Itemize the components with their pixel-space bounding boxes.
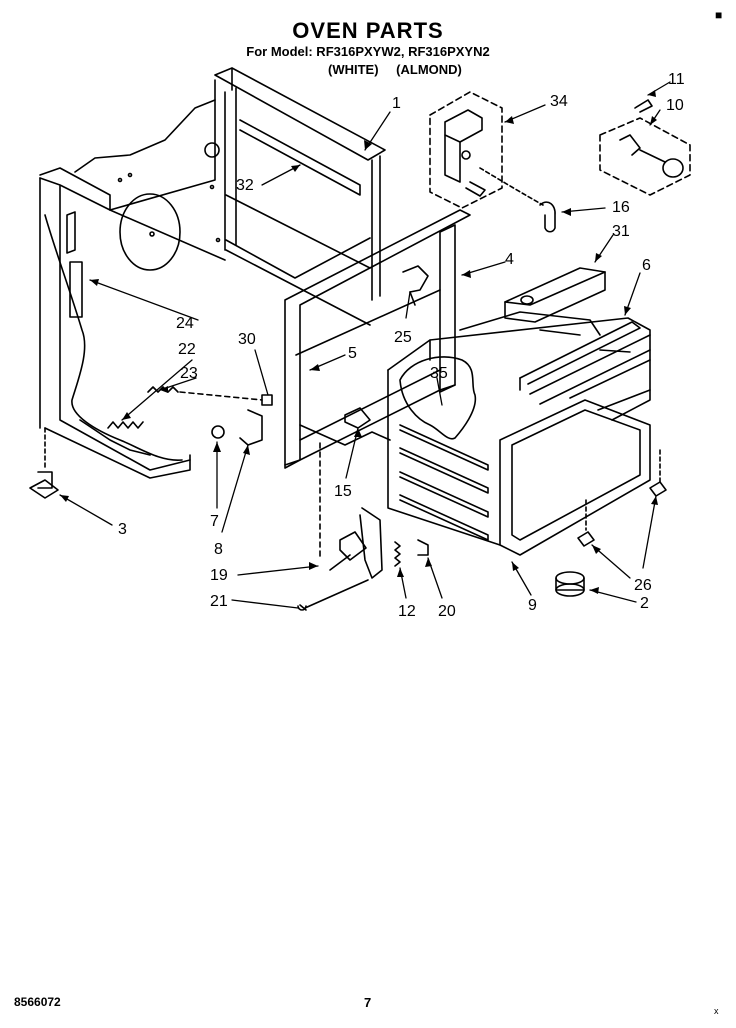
part-label-4: 4 bbox=[505, 251, 514, 268]
registration-mark: ■ bbox=[715, 8, 723, 22]
part-26-clips bbox=[577, 449, 667, 547]
part-label-5: 5 bbox=[348, 345, 357, 362]
part-label-24: 24 bbox=[176, 315, 194, 332]
leader-lines bbox=[59, 81, 671, 609]
part-label-25: 25 bbox=[394, 329, 412, 346]
part-number-labels: 1 34 11 10 32 16 31 24 4 6 30 5 25 22 23… bbox=[118, 71, 685, 620]
part-label-1: 1 bbox=[392, 95, 401, 112]
part-3-leveling-leg bbox=[29, 427, 59, 499]
part-label-22: 22 bbox=[178, 341, 196, 358]
part-10-11-thermostat bbox=[599, 99, 691, 196]
part-label-21: 21 bbox=[210, 593, 228, 610]
part-label-34: 34 bbox=[550, 93, 568, 110]
corner-mark: x bbox=[714, 1006, 719, 1016]
part-label-11: 11 bbox=[668, 71, 685, 88]
part-25-sensor bbox=[402, 265, 429, 306]
part-2-foot bbox=[555, 571, 585, 597]
color-variants: (WHITE) (ALMOND) bbox=[328, 62, 476, 77]
part-15-bracket bbox=[344, 407, 371, 429]
part-label-30: 30 bbox=[238, 331, 256, 348]
part-label-10: 10 bbox=[666, 97, 684, 114]
part-label-3: 3 bbox=[118, 521, 127, 538]
part-label-12: 12 bbox=[398, 603, 416, 620]
part-label-15: 15 bbox=[334, 483, 352, 500]
door-latch-assembly bbox=[297, 439, 429, 611]
part-label-19: 19 bbox=[210, 567, 228, 584]
part-label-26: 26 bbox=[634, 577, 652, 594]
part-label-31: 31 bbox=[612, 223, 630, 240]
part-label-32: 32 bbox=[236, 177, 254, 194]
variant-almond: (ALMOND) bbox=[396, 62, 462, 77]
part-label-9: 9 bbox=[528, 597, 537, 614]
variant-white: (WHITE) bbox=[328, 62, 379, 77]
left-side-panel bbox=[39, 79, 226, 479]
oven-cavity-rack bbox=[387, 311, 651, 556]
part-16-tube bbox=[539, 201, 556, 233]
part-31-element bbox=[504, 267, 606, 323]
insulation-blob bbox=[399, 356, 477, 440]
page-number: 7 bbox=[364, 995, 372, 1010]
page-title: OVEN PARTS bbox=[292, 18, 444, 43]
document-code: 8566072 bbox=[14, 995, 61, 1009]
part-label-16: 16 bbox=[612, 199, 630, 216]
part-label-23: 23 bbox=[180, 365, 198, 382]
part-label-2: 2 bbox=[640, 595, 649, 612]
part-label-7: 7 bbox=[210, 513, 219, 530]
part-label-20: 20 bbox=[438, 603, 456, 620]
arrowheads bbox=[60, 90, 658, 594]
part-34-igniter-bracket bbox=[429, 91, 503, 209]
springs-and-latch bbox=[107, 386, 273, 446]
part-label-6: 6 bbox=[642, 257, 651, 274]
oven-chassis-frame bbox=[214, 67, 471, 469]
model-subtitle: For Model: RF316PXYW2, RF316PXYN2 bbox=[246, 44, 490, 59]
part-label-35: 35 bbox=[430, 365, 448, 382]
part-label-8: 8 bbox=[214, 541, 223, 558]
